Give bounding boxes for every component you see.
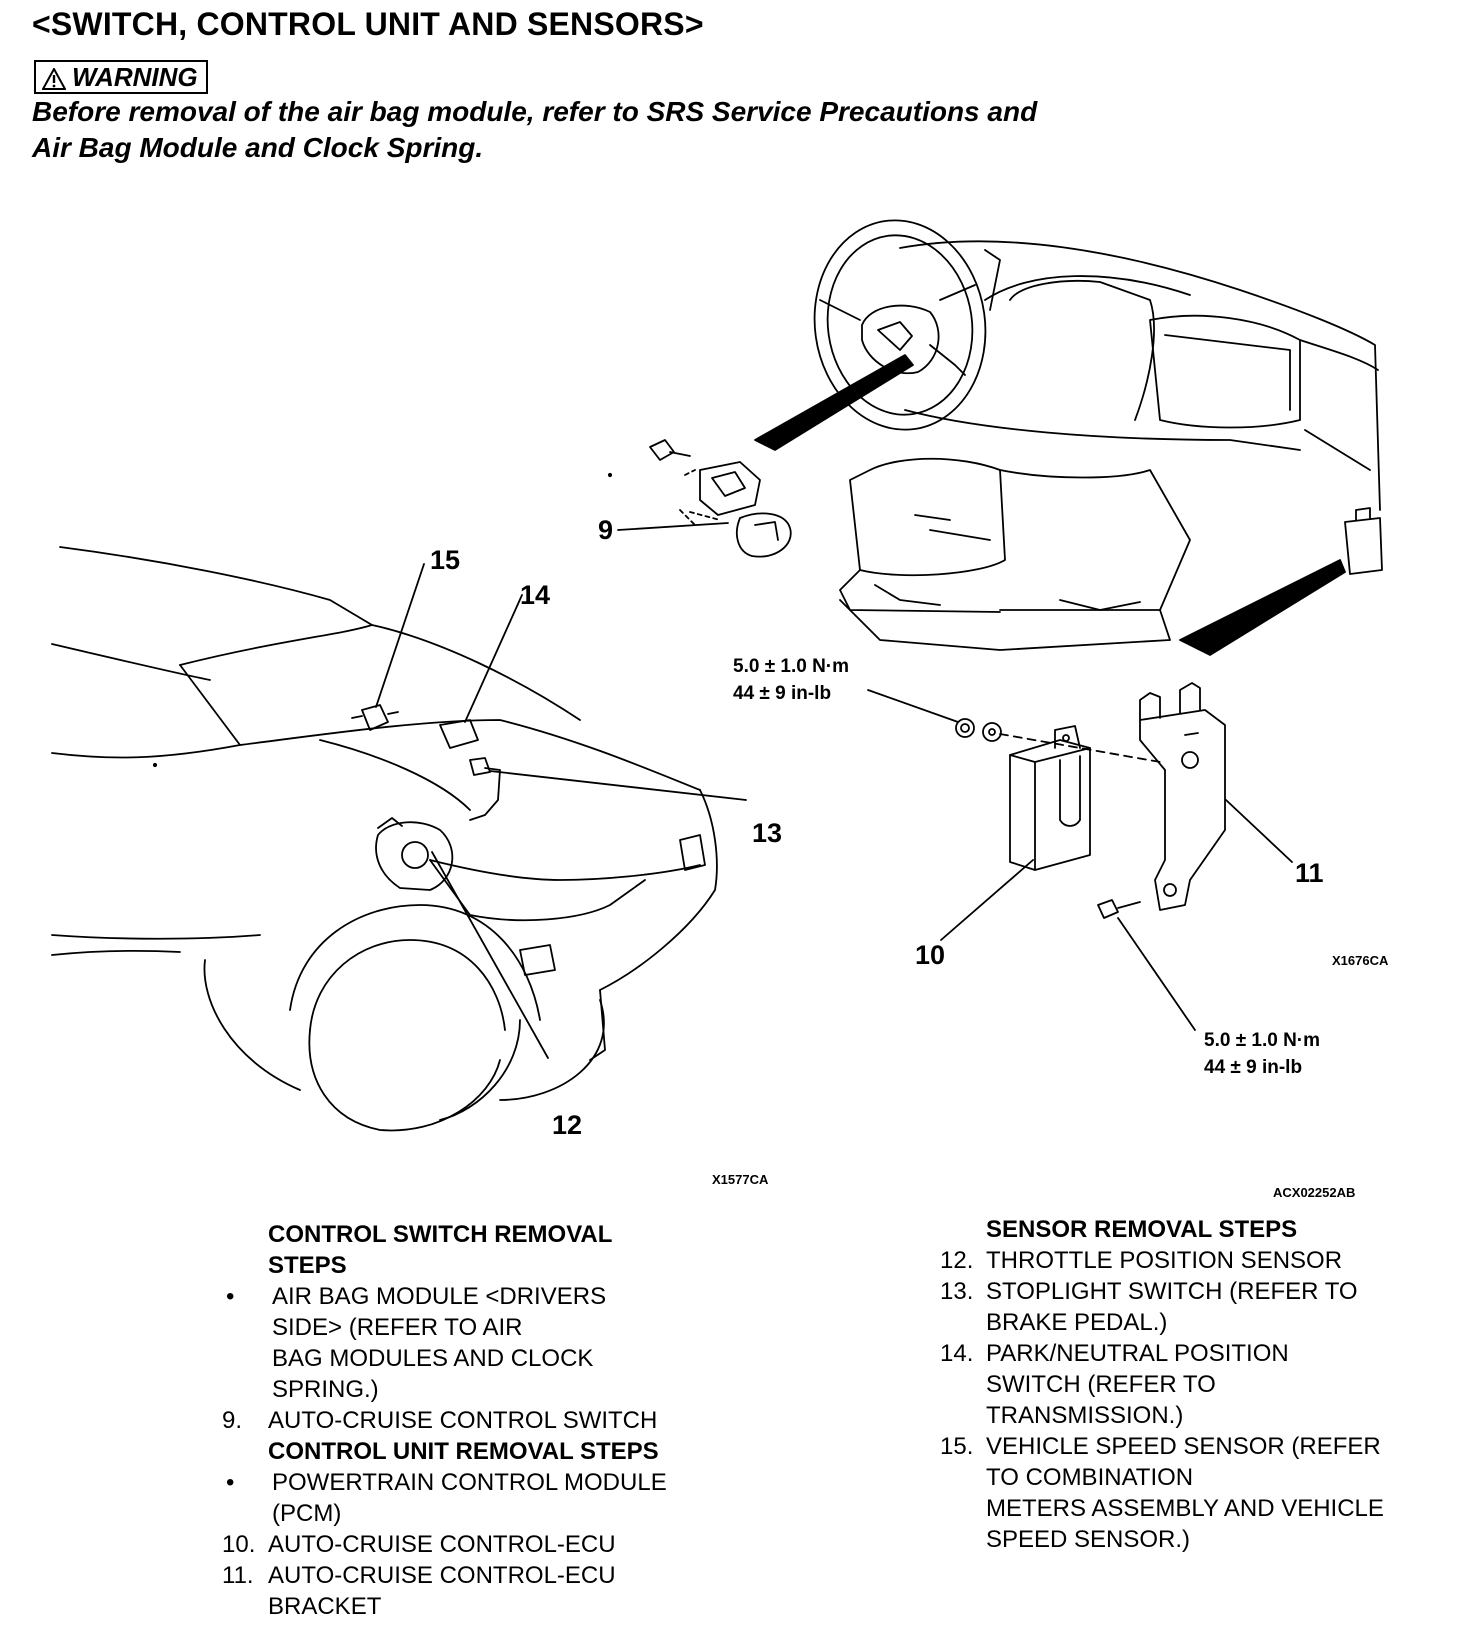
list-item-text: VEHICLE SPEED SENSOR (REFER <box>986 1433 1381 1460</box>
list-item-number: 10. <box>222 1531 256 1558</box>
list-item-14: 14. PARK/NEUTRAL POSITION SWITCH (REFER … <box>940 1338 1460 1431</box>
list-item-pcm: • POWERTRAIN CONTROL MODULE (PCM) <box>222 1467 742 1529</box>
bullet-dot-icon: • <box>226 1469 235 1496</box>
control-unit-heading: CONTROL UNIT REMOVAL STEPS <box>222 1436 742 1467</box>
list-item-text: AUTO-CRUISE CONTROL SWITCH <box>268 1407 658 1434</box>
list-item-12: 12. THROTTLE POSITION SENSOR <box>940 1245 1460 1276</box>
list-item-number: 13. <box>940 1278 974 1305</box>
bullet-dot-icon: • <box>226 1283 235 1310</box>
control-switch-heading: CONTROL SWITCH REMOVAL STEPS <box>222 1219 742 1281</box>
warning-label-box: WARNING <box>34 60 208 94</box>
vehicle-illustration <box>51 546 747 1132</box>
torque-spec-top: 5.0 ± 1.0 N·m 44 ± 9 in-lb <box>733 653 849 707</box>
list-item-text: AIR BAG MODULE <DRIVERS <box>272 1283 607 1310</box>
list-item-text: SPEED SENSOR.) <box>986 1526 1191 1553</box>
list-item-text: BRAKE PEDAL.) <box>986 1309 1168 1336</box>
list-item-number: 12. <box>940 1247 974 1274</box>
callout-12: 12 <box>552 1110 583 1140</box>
callout-9: 9 <box>598 515 614 545</box>
warning-text: Before removal of the air bag module, re… <box>32 94 1292 166</box>
control-steps-list: CONTROL SWITCH REMOVAL STEPS • AIR BAG M… <box>222 1219 742 1622</box>
sensor-heading: SENSOR REMOVAL STEPS <box>940 1214 1460 1245</box>
list-item-text: POWERTRAIN CONTROL MODULE <box>272 1469 667 1496</box>
page-title: <SWITCH, CONTROL UNIT AND SENSORS> <box>32 6 704 42</box>
list-item-text: BAG MODULES AND CLOCK <box>272 1345 594 1372</box>
list-item-10: 10. AUTO-CRUISE CONTROL-ECU <box>222 1529 742 1560</box>
torque-spec-bottom: 5.0 ± 1.0 N·m 44 ± 9 in-lb <box>1204 1027 1320 1081</box>
list-item-15: 15. VEHICLE SPEED SENSOR (REFER TO COMBI… <box>940 1431 1460 1555</box>
sensor-heading-text: SENSOR REMOVAL STEPS <box>986 1216 1298 1243</box>
list-item-number: 11. <box>222 1562 254 1589</box>
figure-code-right: X1676CA <box>1332 953 1389 968</box>
list-item-9: 9. AUTO-CRUISE CONTROL SWITCH <box>222 1405 742 1436</box>
list-item-text: THROTTLE POSITION SENSOR <box>986 1247 1343 1274</box>
list-item-text: PARK/NEUTRAL POSITION <box>986 1340 1289 1367</box>
callout-15: 15 <box>430 545 461 575</box>
callout-10: 10 <box>915 940 946 970</box>
warning-triangle-icon <box>41 66 67 90</box>
warning-label: WARNING <box>72 61 198 92</box>
list-item-number: 14. <box>940 1340 974 1367</box>
cruise-switch-illustration <box>607 439 792 558</box>
figure-code-main: ACX02252AB <box>1273 1185 1356 1200</box>
control-switch-heading-line1: CONTROL SWITCH REMOVAL <box>268 1221 613 1248</box>
list-item-text: BRACKET <box>268 1593 382 1620</box>
dashboard-illustration <box>754 219 1383 656</box>
warning-text-line2: Air Bag Module and Clock Spring. <box>32 132 484 163</box>
list-item-number: 15. <box>940 1433 974 1460</box>
warning-text-line1: Before removal of the air bag module, re… <box>32 96 1038 127</box>
list-item-text: SIDE> (REFER TO AIR <box>272 1314 523 1341</box>
list-item-text: TO COMBINATION <box>986 1464 1194 1491</box>
list-item-text: STOPLIGHT SWITCH (REFER TO <box>986 1278 1358 1305</box>
list-item-text: SWITCH (REFER TO <box>986 1371 1216 1398</box>
callout-11: 11 <box>1295 858 1324 888</box>
ecu-assembly-illustration <box>867 682 1293 1031</box>
callout-14: 14 <box>520 580 551 610</box>
torque-spec-bottom-metric: 5.0 ± 1.0 N·m <box>1204 1030 1321 1051</box>
control-unit-heading-text: CONTROL UNIT REMOVAL STEPS <box>268 1438 659 1465</box>
list-item-airbag: • AIR BAG MODULE <DRIVERS SIDE> (REFER T… <box>222 1281 742 1405</box>
sensor-steps-list: SENSOR REMOVAL STEPS 12. THROTTLE POSITI… <box>940 1214 1460 1555</box>
list-item-text: SPRING.) <box>272 1376 379 1403</box>
control-switch-heading-line2: STEPS <box>268 1252 347 1279</box>
list-item-text: (PCM) <box>272 1500 342 1527</box>
figure-code-left: X1577CA <box>712 1172 769 1187</box>
callout-13: 13 <box>752 818 783 848</box>
list-item-text: TRANSMISSION.) <box>986 1402 1184 1429</box>
torque-spec-top-imperial: 44 ± 9 in-lb <box>733 683 832 704</box>
list-item-text: AUTO-CRUISE CONTROL-ECU <box>268 1531 616 1558</box>
list-item-11: 11. AUTO-CRUISE CONTROL-ECU BRACKET <box>222 1560 742 1622</box>
list-item-13: 13. STOPLIGHT SWITCH (REFER TO BRAKE PED… <box>940 1276 1460 1338</box>
torque-spec-top-metric: 5.0 ± 1.0 N·m <box>733 656 850 677</box>
list-item-text: AUTO-CRUISE CONTROL-ECU <box>268 1562 616 1589</box>
list-item-number: 9. <box>222 1407 243 1434</box>
torque-spec-bottom-imperial: 44 ± 9 in-lb <box>1204 1057 1303 1078</box>
list-item-text: METERS ASSEMBLY AND VEHICLE <box>986 1495 1384 1522</box>
